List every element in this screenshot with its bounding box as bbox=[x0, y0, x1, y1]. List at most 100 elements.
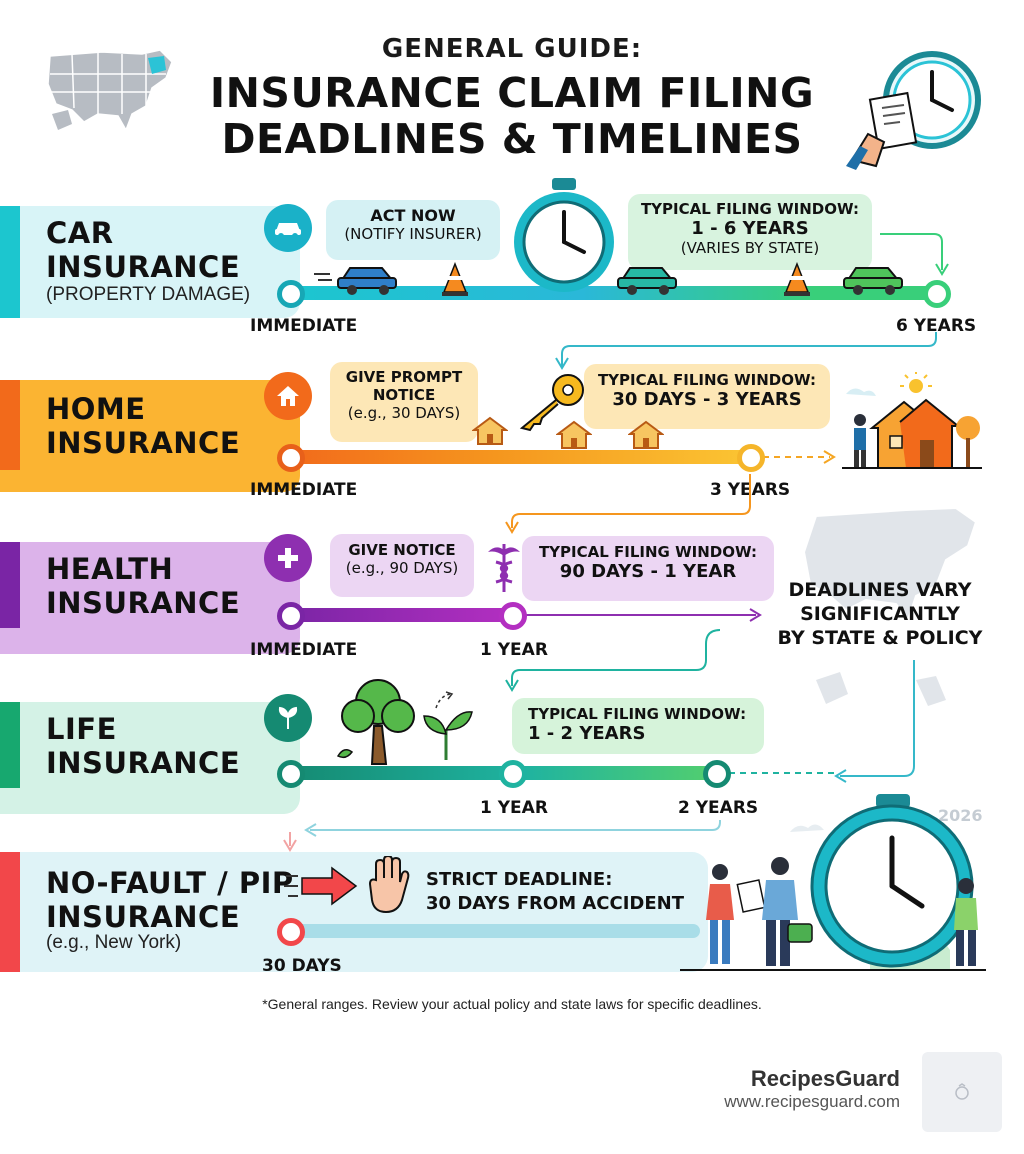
connector-home-health bbox=[505, 474, 751, 534]
car-window-line2: 1 - 6 YEARS bbox=[691, 218, 809, 239]
pip-accent bbox=[0, 852, 20, 972]
leaf-icon bbox=[278, 706, 298, 729]
car-small-icon-2 bbox=[617, 267, 677, 295]
traffic-cone-icon bbox=[442, 262, 468, 296]
stopwatch-icon bbox=[514, 178, 614, 292]
car-window-bubble: TYPICAL FILING WINDOW: 1 - 6 YEARS (VARI… bbox=[628, 194, 872, 270]
life-accent bbox=[0, 702, 20, 788]
pip-title: NO-FAULT / PIP INSURANCE bbox=[46, 866, 294, 934]
home-window-line1: TYPICAL FILING WINDOW: bbox=[597, 371, 817, 389]
home-accent bbox=[0, 380, 20, 470]
car-window-line1: TYPICAL FILING WINDOW: bbox=[640, 200, 860, 218]
life-window-line1: TYPICAL FILING WINDOW: bbox=[528, 705, 747, 723]
connector-health-life bbox=[505, 629, 915, 783]
health-timeline-track bbox=[286, 608, 512, 622]
home-pin bbox=[264, 372, 312, 420]
page-title: INSURANCE CLAIM FILING DEADLINES & TIMEL… bbox=[0, 70, 1024, 162]
pip-deadline-line1: STRICT DEADLINE: bbox=[426, 869, 613, 890]
home-window-line2: 30 DAYS - 3 YEARS bbox=[612, 389, 802, 410]
small-house-icon-3 bbox=[628, 420, 664, 449]
pip-note: (e.g., New York) bbox=[46, 932, 182, 953]
pip-band bbox=[0, 852, 708, 972]
home-title: HOME INSURANCE bbox=[46, 392, 240, 460]
pip-start-dot bbox=[277, 918, 305, 946]
footnote: *General ranges. Review your actual poli… bbox=[262, 996, 762, 1012]
car-title-line2: INSURANCE bbox=[46, 250, 241, 284]
pip-deadline-line2: 30 DAYS FROM ACCIDENT bbox=[426, 893, 684, 914]
sprout-icon bbox=[423, 691, 473, 760]
home-notice-line3: (e.g., 30 DAYS) bbox=[347, 404, 461, 422]
pip-timeline-track bbox=[286, 924, 700, 938]
car-start-label: IMMEDIATE bbox=[250, 316, 358, 336]
car-title-line1: CAR bbox=[46, 216, 114, 250]
title-line-1: INSURANCE CLAIM FILING bbox=[209, 69, 815, 117]
red-arrow-icon bbox=[284, 866, 358, 906]
life-window-line2: 1 - 2 YEARS bbox=[528, 723, 646, 744]
car-title: CAR INSURANCE bbox=[46, 216, 240, 284]
side-note-line2: SIGNIFICANTLY bbox=[800, 603, 960, 625]
car-note: (PROPERTY DAMAGE) bbox=[46, 284, 251, 305]
brand-logo-icon bbox=[955, 1083, 969, 1100]
home-timeline-track bbox=[286, 450, 752, 464]
health-title-line1: HEALTH bbox=[46, 552, 174, 586]
health-notice-line2: (e.g., 90 DAYS) bbox=[345, 559, 459, 577]
year-label: 2026 bbox=[938, 806, 983, 825]
health-accent bbox=[0, 542, 20, 628]
home-notice-line2: NOTICE bbox=[372, 386, 436, 404]
car-pin bbox=[264, 204, 312, 252]
home-dashed-arrow bbox=[752, 450, 836, 464]
life-title-line2: INSURANCE bbox=[46, 746, 241, 780]
health-title-line2: INSURANCE bbox=[46, 586, 241, 620]
brand-logo bbox=[922, 1052, 1002, 1132]
life-end-label: 2 YEARS bbox=[678, 798, 759, 818]
key-icon bbox=[519, 374, 584, 432]
traffic-cone-icon-2 bbox=[784, 262, 810, 296]
health-start-dot bbox=[277, 602, 305, 630]
house-scene-icon bbox=[842, 372, 982, 469]
home-notice-bubble: GIVE PROMPT NOTICE (e.g., 30 DAYS) bbox=[330, 362, 478, 442]
side-note-line3: BY STATE & POLICY bbox=[777, 627, 983, 649]
pip-deadline: STRICT DEADLINE: 30 DAYS FROM ACCIDENT bbox=[426, 868, 684, 916]
health-notice-line1: GIVE NOTICE bbox=[348, 541, 456, 559]
side-note: DEADLINES VARY SIGNIFICANTLY BY STATE & … bbox=[770, 578, 990, 650]
connector-life-pip bbox=[283, 820, 721, 852]
life-title: LIFE INSURANCE bbox=[46, 712, 240, 780]
car-notice-bubble: ACT NOW (NOTIFY INSURER) bbox=[326, 200, 500, 260]
car-start-dot bbox=[277, 280, 305, 308]
car-small-icon-3 bbox=[843, 267, 903, 295]
life-band bbox=[0, 702, 300, 814]
health-start-label: IMMEDIATE bbox=[250, 640, 358, 660]
life-dashed-line bbox=[718, 772, 836, 774]
clock-document-icon bbox=[846, 51, 981, 170]
health-pin bbox=[264, 534, 312, 582]
car-accent bbox=[0, 206, 20, 318]
pip-start-label: 30 DAYS bbox=[262, 956, 342, 976]
brand-name: RecipesGuard bbox=[750, 1066, 900, 1091]
brand-url[interactable]: www.recipesguard.com bbox=[724, 1092, 900, 1111]
us-map-icon bbox=[47, 49, 173, 132]
health-window-line2: 90 DAYS - 1 YEAR bbox=[559, 561, 737, 582]
life-pin bbox=[264, 694, 312, 742]
caduceus-icon bbox=[488, 544, 520, 592]
health-arrow bbox=[512, 608, 762, 622]
subtitle: GENERAL GUIDE: bbox=[381, 34, 643, 64]
car-small-icon bbox=[314, 267, 397, 295]
life-mid-dot bbox=[499, 760, 527, 788]
life-mid-label: 1 YEAR bbox=[480, 798, 548, 818]
car-window-line3: (VARIES BY STATE) bbox=[680, 239, 820, 257]
car-end-label: 6 YEARS bbox=[896, 316, 977, 336]
health-title: HEALTH INSURANCE bbox=[46, 552, 240, 620]
home-title-line2: INSURANCE bbox=[46, 426, 241, 460]
home-title-line1: HOME bbox=[46, 392, 146, 426]
home-band bbox=[0, 380, 300, 492]
car-icon bbox=[275, 223, 301, 239]
small-house-icon-2 bbox=[556, 420, 592, 449]
tree-icon bbox=[336, 679, 415, 765]
stop-hand-icon bbox=[368, 856, 410, 914]
health-band bbox=[0, 542, 300, 654]
medical-cross-icon bbox=[278, 548, 298, 568]
health-window-line1: TYPICAL FILING WINDOW: bbox=[538, 543, 758, 561]
health-notice-bubble: GIVE NOTICE (e.g., 90 DAYS) bbox=[330, 534, 474, 597]
health-window-bubble: TYPICAL FILING WINDOW: 90 DAYS - 1 YEAR bbox=[522, 536, 774, 601]
life-title-line1: LIFE bbox=[46, 712, 117, 746]
